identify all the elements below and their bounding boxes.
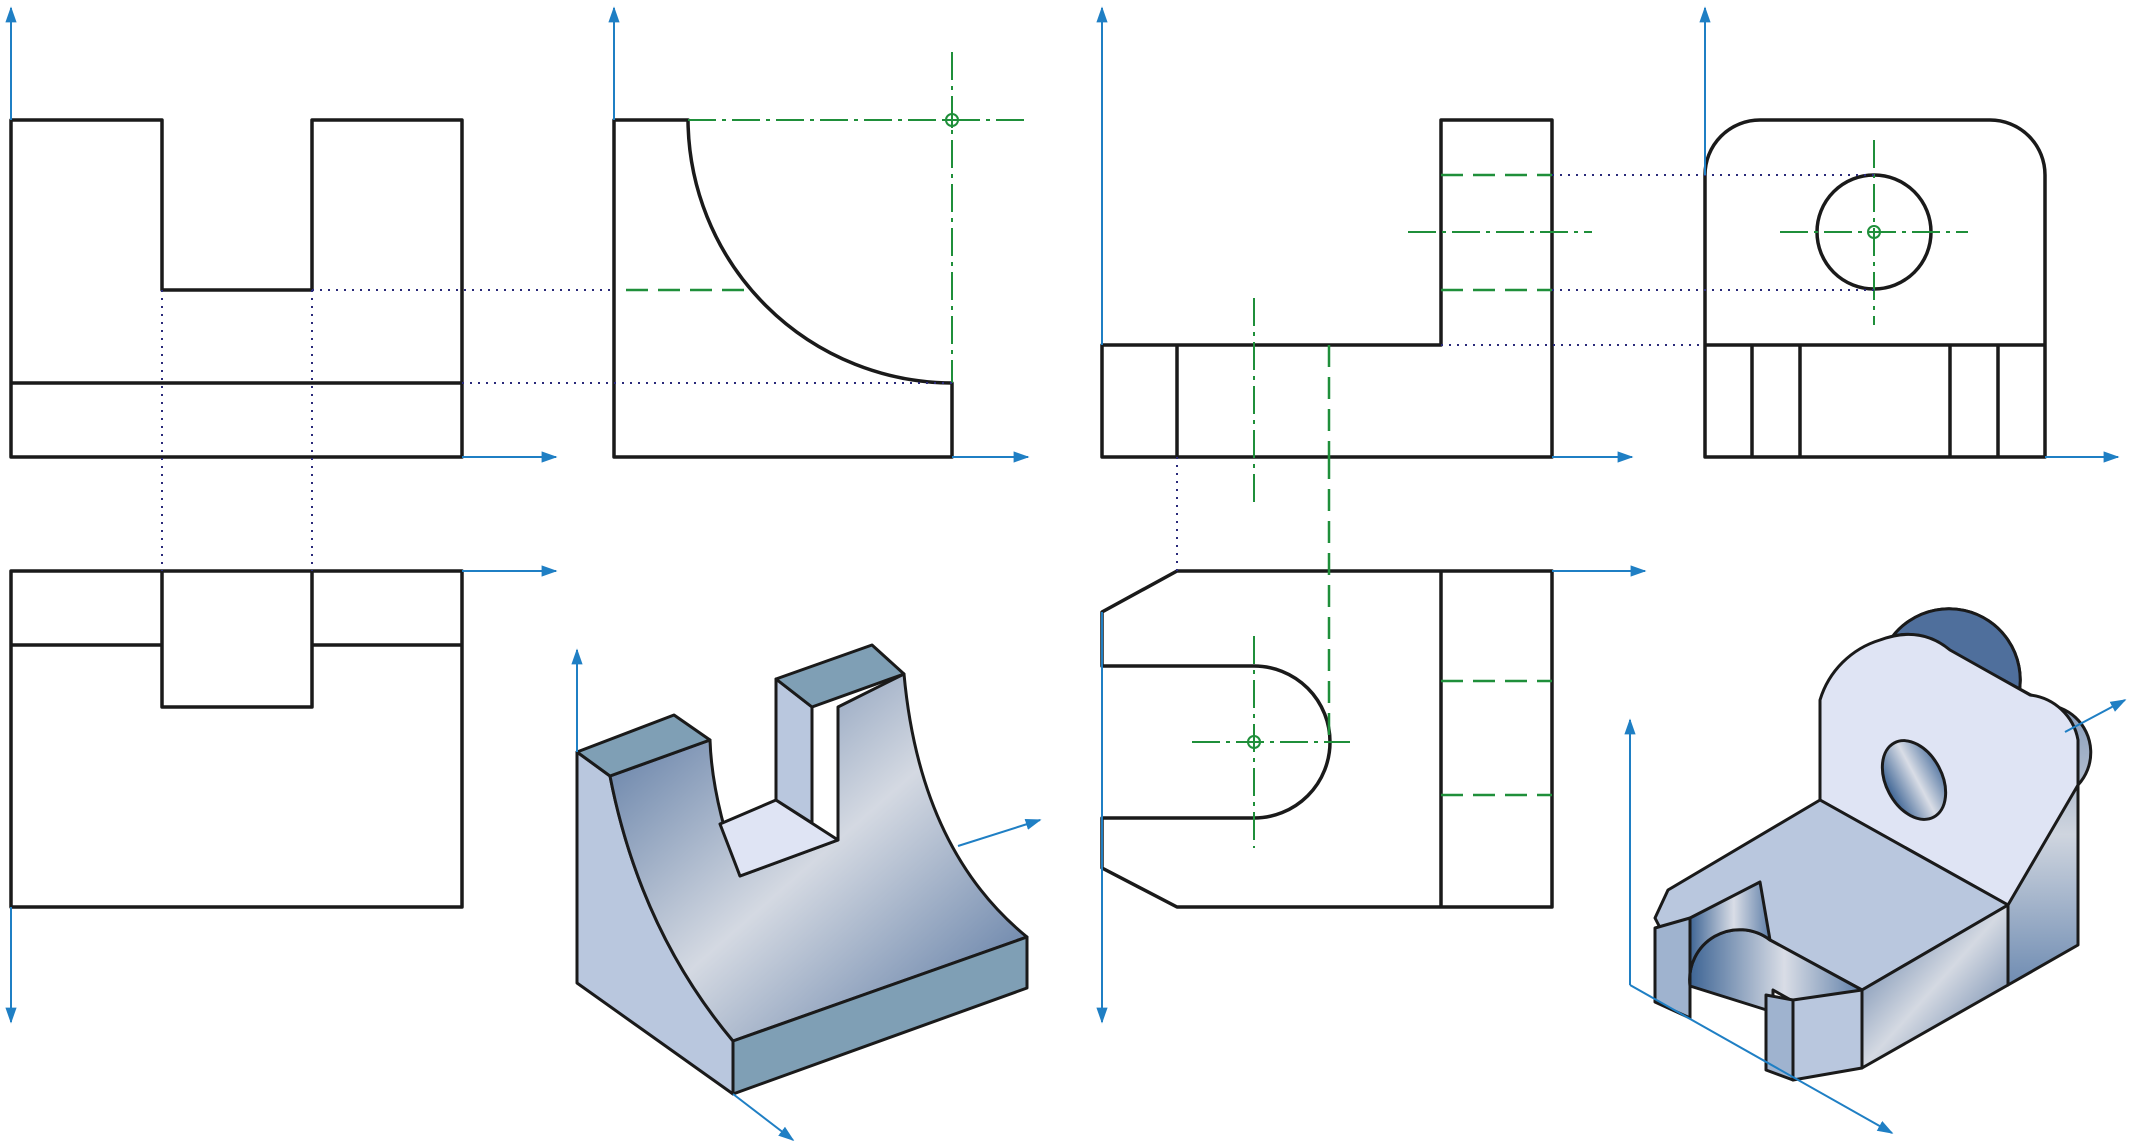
part1-side-center-mark <box>944 112 960 128</box>
part1-side-outline <box>612 118 954 459</box>
part1-front-outline <box>9 118 464 459</box>
part1-side-view <box>612 118 954 459</box>
part2-iso-right-prong-chamfer <box>1791 988 1864 1082</box>
part2-axes <box>1096 6 2120 1024</box>
part1-iso-front-base <box>731 935 1029 1096</box>
part2-top-center-lines <box>1192 636 1350 848</box>
part1-front-view <box>9 118 464 459</box>
part1-top-slot <box>11 571 462 709</box>
part2-side-center-lines <box>1780 140 1968 325</box>
part1-top-view <box>9 569 464 909</box>
part1-isometric-view <box>575 643 1029 1096</box>
part1-iso-top-right <box>774 643 906 709</box>
part2-projection-lines <box>1176 174 1874 571</box>
part1-axes <box>5 6 1030 1024</box>
part2-iso-base-front <box>1860 903 2010 1070</box>
part2-iso-right-prong-front <box>1764 993 1795 1082</box>
part2-top-outline <box>1100 569 1554 909</box>
part2-front-view <box>1100 118 1554 459</box>
part2-side-outline <box>1703 118 2047 459</box>
part2-top-center-mark <box>1247 735 1261 749</box>
part2-iso-axes <box>1624 699 2127 1134</box>
axis-arrow <box>957 819 1042 847</box>
part1-projection-lines <box>161 289 952 571</box>
part1-iso-slot-floor <box>718 798 840 878</box>
part2-side-center-mark <box>1867 225 1881 239</box>
part1-iso-top-left <box>575 713 712 778</box>
part1-top-outline <box>9 569 464 909</box>
part1-side-center-lines <box>688 52 1030 383</box>
part2-front-hidden-lines <box>1327 173 1552 457</box>
part2-top-hidden-lines <box>1327 457 1552 797</box>
part1-iso-axes <box>571 648 1042 1141</box>
axis-arrow <box>1629 984 1894 1134</box>
part2-top-view <box>1100 569 1554 909</box>
part2-front-outline <box>1100 118 1554 459</box>
part2-iso-hole <box>1880 739 1948 821</box>
axis-arrow <box>2064 699 2127 733</box>
part2-isometric-view <box>1653 607 2093 1082</box>
part2-front-center-lines <box>1253 231 1592 502</box>
axis-arrow <box>732 1093 795 1141</box>
part2-iso-left-prong-side <box>1688 880 1772 1020</box>
